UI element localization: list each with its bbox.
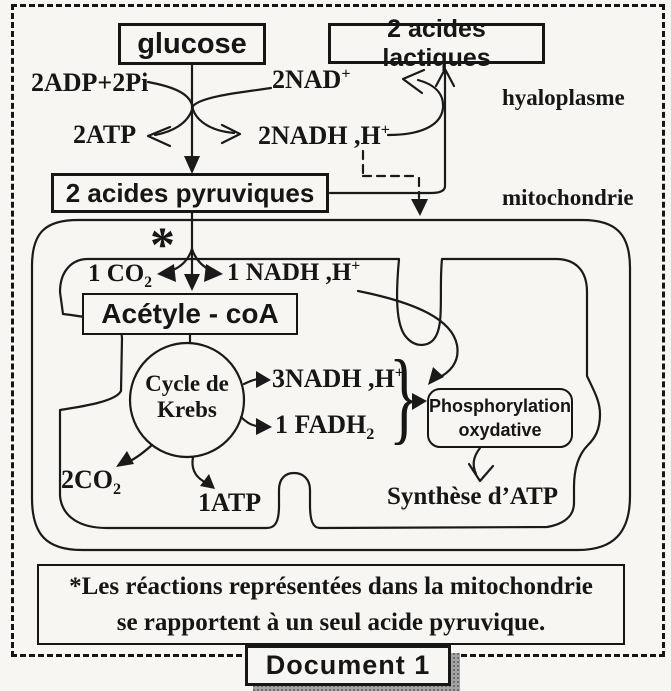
nadh-triple-base: 3NADH ,H [272,364,395,393]
footnote-line2: se rapportent à un seul acide pyruvique. [116,608,546,636]
nadh-glycolysis-label: 2NADH ,H+ [258,122,390,149]
acetyl-coa-box: Acétyle - coA [82,293,298,335]
glucose-box: glucose [118,23,266,65]
nadh-to-lactate-curve [386,78,445,137]
co2-double-label: 2CO2 [61,465,121,498]
atp-open-arrowhead [146,125,172,148]
nadh-glyco-base: 2NADH ,H [258,121,381,150]
acetyl-filled-arrowhead [184,274,200,291]
nadh-shuttle-dashed-line [361,149,421,200]
document-caption-label: Document 1 [265,650,431,680]
atp-krebs-label: 1ATP [198,488,262,517]
nadh-triple-sup: + [394,364,404,382]
pyruvic-acids-label: 2 acides pyruviques [65,177,315,208]
atp-glycolysis-label: 2ATP [73,120,137,149]
fadh-base: 1 FADH [275,410,367,439]
krebs-cycle-label: Cycle de Krebs [129,371,245,423]
asterisk-marker: * [150,216,175,272]
nad-to-atp-curve [153,86,273,137]
atp-krebs-filled-arrowhead [200,474,215,489]
krebs-label-line2: Krebs [157,397,217,422]
phosphorylation-label-line1: Phosphorylation [429,396,572,416]
phosphorylation-label-line2: oxydative [458,420,542,440]
co2-double-sub: 2 [113,481,122,499]
co2-single-sub: 2 [144,274,152,291]
nadh-split-filled-arrowhead [204,264,223,282]
nadh-to-phosphorylation-curve [356,289,459,381]
pyruvate-filled-arrowhead [184,156,200,174]
pyruvate-to-lactate-line [328,68,447,195]
fadh-filled-arrowhead [256,418,272,435]
footnote-box: *Les réactions représentées dans la mito… [37,564,625,645]
lactate-open-arrowhead [434,67,456,88]
nadh-single-label: 1 NADH ,H+ [227,257,361,286]
synthese-open-arrowhead [467,462,495,483]
krebs-cycle-circle [128,341,246,459]
adp-to-nadh-curve [146,80,236,135]
mitochondria-label: mitochondrie [502,185,634,210]
co2-krebs-filled-arrowhead [116,451,134,467]
nad-base: 2NAD [272,65,342,94]
outer-membrane [30,218,632,552]
nadh-lactate-open-arrowhead [401,68,426,95]
adp-label: 2ADP+2Pi [31,68,149,97]
phosphorylation-in-filled-arrowhead [428,367,444,385]
nadh-triple-label: 3NADH ,H+ [272,365,404,392]
co2-single-label: 1 CO2 [88,260,152,290]
co2-single-base: 1 CO [88,260,145,287]
nadh-glyco-sup: + [380,121,390,139]
nadh3-filled-arrowhead [256,371,271,388]
pyruvic-acids-box: 2 acides pyruviques [51,173,329,213]
nad-sup: + [341,65,351,83]
footnote-line1: *Les réactions représentées dans la mito… [69,572,593,600]
atp-synthesis-label: Synthèse d’ATP [387,483,559,510]
shuttle-filled-arrowhead [411,199,428,216]
fadh-sub: 2 [366,426,375,444]
phosphorylation-output-curve [472,446,482,476]
outputs-bracket: } [389,339,419,454]
inner-membrane [58,257,602,530]
nadh-single-base: 1 NADH ,H [227,259,352,286]
split-left-curve [171,247,194,272]
fadh-label: 1 FADH2 [275,410,374,443]
krebs-to-atp-curve [191,455,205,483]
bracket-filled-arrowhead [412,393,427,410]
lactic-acids-box: 2 acides lactiques [328,15,545,72]
acetyl-coa-label: Acétyle - coA [101,298,279,329]
nadh-single-sup: + [351,257,361,275]
hyaloplasm-label: hyaloplasme [502,85,625,110]
nadh-open-arrowhead [220,123,242,145]
nad-label: 2NAD+ [272,66,351,93]
co2-split-filled-arrowhead [157,264,176,282]
glucose-label: glucose [137,27,247,60]
krebs-label-line1: Cycle de [145,371,229,396]
lactic-acids-label: 2 acides lactiques [382,14,491,72]
document-caption-box: Document 1 [245,645,451,686]
oxidative-phosphorylation-box: Phosphorylation oxydative [427,388,573,448]
co2-double-base: 2CO [61,465,113,494]
krebs-to-co2-curve [128,443,154,463]
